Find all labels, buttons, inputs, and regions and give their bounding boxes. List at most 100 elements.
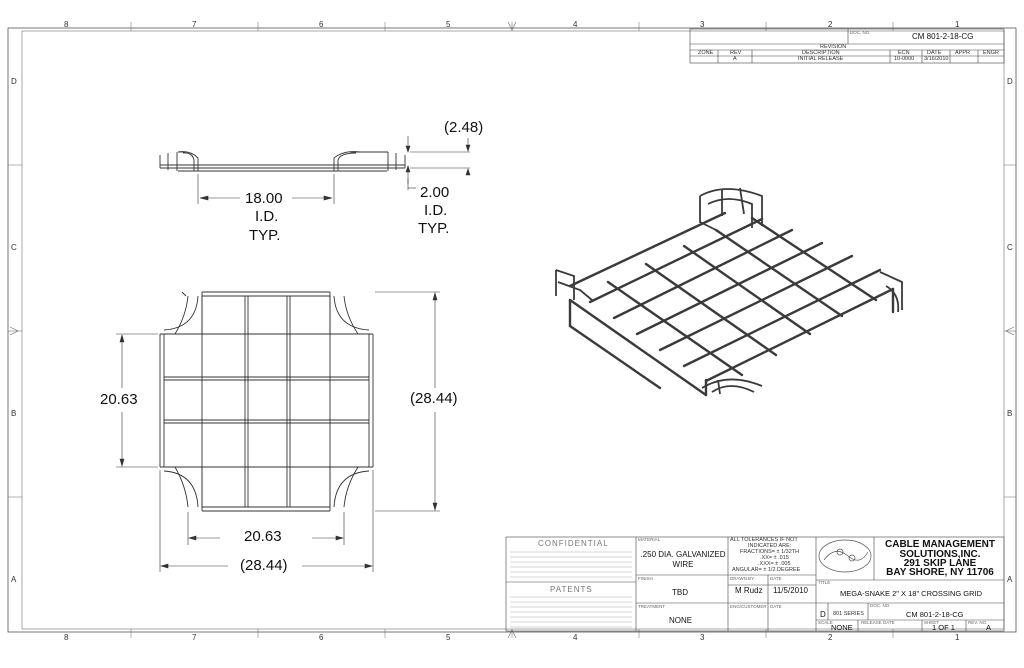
confidential-title: CONFIDENTIAL: [538, 539, 609, 548]
rev-no-label: REV. NO.: [968, 620, 988, 625]
eng-date-label: DATE: [770, 604, 782, 609]
zone-col-5-top: 5: [446, 20, 451, 29]
zone-row-c-right: C: [1007, 243, 1013, 252]
sheet-value: 1 OF 1: [932, 623, 955, 632]
rev-header-engr: ENGR: [983, 50, 999, 56]
plan-view: [159, 291, 374, 512]
zone-col-8-top: 8: [64, 20, 69, 29]
zone-row-c-left: C: [11, 243, 17, 252]
zone-col-7-bottom: 7: [192, 633, 197, 642]
dim-id-width-typ: TYP.: [249, 227, 281, 244]
drawn-by-value: M Rudz: [735, 586, 763, 595]
zone-col-6-bottom: 6: [319, 633, 324, 642]
company-name-1: CABLE MANAGEMENT: [885, 539, 995, 550]
dim-id-width: 18.00: [245, 190, 283, 207]
zone-col-1-bottom: 1: [955, 633, 960, 642]
drawing-title: MEGA-SNAKE 2" X 18" CROSSING GRID: [840, 589, 983, 598]
tolerance-line-6: ANGULAR= ± 1/2 DEGREE: [732, 567, 801, 573]
plan-dimension-lines: [116, 291, 440, 572]
rev-doc-no: CM 801-2-18-CG: [912, 32, 974, 41]
title-block-frame: [505, 536, 1005, 632]
tolerance-line-1: ALL TOLERANCES IF NOT: [730, 537, 798, 543]
side-view: [159, 151, 406, 172]
scale-value: NONE: [831, 623, 853, 632]
rev-header-ecn: ECN: [898, 50, 910, 56]
rev-header-appr: APPR: [955, 50, 970, 56]
zone-col-1-top: 1: [955, 20, 960, 29]
tolerance-line-3: FRACTIONS= ± 1/32TH: [740, 549, 800, 555]
rev-doc-no-label: DOC. NO.: [850, 30, 871, 35]
rev-row-date: 3/16/2010: [924, 56, 949, 62]
dim-plan-inner-vertical: 20.63: [100, 391, 138, 408]
zone-col-3-top: 3: [700, 20, 705, 29]
zone-row-d-left: D: [11, 77, 17, 86]
zone-row-a-right: A: [1007, 575, 1013, 584]
eng-customer-label: ENG/CUSTOMER: [730, 604, 767, 609]
treatment-label: TREATMENT: [638, 604, 666, 609]
revision-table: [689, 28, 1005, 64]
rev-row-ecn: 10-0000: [894, 56, 915, 62]
dim-id-height: 2.00: [420, 184, 450, 201]
company-address-1: 291 SKIP LANE: [903, 558, 977, 569]
zone-col-3-bottom: 3: [700, 633, 705, 642]
rev-header-date: DATE: [927, 50, 942, 56]
zone-col-2-bottom: 2: [828, 633, 833, 642]
sheet-border: [7, 27, 1017, 633]
rev-header-description: DESCRIPTION: [802, 50, 840, 56]
company-address-2: BAY SHORE, NY 11706: [886, 567, 994, 578]
zone-col-7-top: 7: [192, 20, 197, 29]
rev-no-value: A: [986, 623, 992, 632]
finish-label: FINISH: [638, 576, 653, 581]
tb-doc-no: CM 801-2-18-CG: [906, 610, 964, 619]
centering-marks: [9, 21, 1015, 639]
zone-col-2-top: 2: [828, 20, 833, 29]
dim-id-height-typ: TYP.: [418, 220, 450, 237]
dim-total-height: (2.48): [444, 119, 484, 136]
drawn-date-value: 11/5/2010: [773, 586, 808, 595]
side-dimension-lines: [197, 136, 471, 204]
dim-plan-outer-vertical: (28.44): [410, 390, 458, 407]
treatment-value: NONE: [669, 616, 693, 625]
zone-col-5-bottom: 5: [446, 633, 451, 642]
patents-title: PATENTS: [550, 585, 593, 594]
series-value: 801 SERIES: [833, 611, 864, 617]
dim-id-height-id: I.D.: [424, 202, 448, 219]
dim-id-width-id: I.D.: [255, 208, 279, 225]
confidential-fill-lines: [510, 551, 632, 628]
tb-doc-no-label: DOC. NO.: [870, 603, 891, 608]
isometric-view: [568, 211, 895, 397]
drawn-by-label: DRAWN BY: [730, 576, 755, 581]
isometric-fittings: [555, 187, 903, 395]
company-name-2: SOLUTIONS,INC.: [899, 549, 981, 560]
zone-col-8-bottom: 8: [64, 633, 69, 642]
tolerance-line-2: INDICATED ARE:: [748, 543, 792, 549]
zone-col-4-top: 4: [573, 20, 578, 29]
zone-row-a-left: A: [11, 575, 17, 584]
tolerance-line-5: .XXX= ± .005: [758, 561, 791, 567]
drawn-date-label: DATE: [770, 576, 782, 581]
rev-row-rev: A: [733, 56, 737, 62]
dim-plan-outer-horizontal: (28.44): [240, 557, 288, 574]
company-logo: [818, 539, 872, 573]
finish-value: TBD: [672, 588, 688, 597]
revision-title: REVISION: [820, 44, 847, 50]
release-date-label: RELEASE DATE: [861, 620, 895, 625]
zone-row-b-right: B: [1007, 409, 1013, 418]
zone-col-6-top: 6: [319, 20, 324, 29]
zone-col-4-bottom: 4: [573, 633, 578, 642]
material-label: MATERIAL: [638, 537, 661, 542]
rev-header-zone: ZONE: [698, 50, 714, 56]
scale-label: SCALE: [818, 620, 833, 625]
material-value: .250 DIA. GALVANIZED WIRE: [640, 550, 726, 569]
dim-plan-inner-horizontal: 20.63: [244, 528, 282, 545]
tolerance-line-4: .XX= ± .015: [760, 555, 789, 561]
rev-header-rev: REV: [730, 50, 742, 56]
sheet-label: SHEET: [924, 620, 940, 625]
title-label: TITLE: [818, 580, 831, 585]
zone-row-d-right: D: [1007, 77, 1013, 86]
zone-row-b-left: B: [11, 409, 17, 418]
rev-row-description: INITIAL RELEASE: [798, 56, 844, 62]
size-value: D: [820, 610, 826, 619]
